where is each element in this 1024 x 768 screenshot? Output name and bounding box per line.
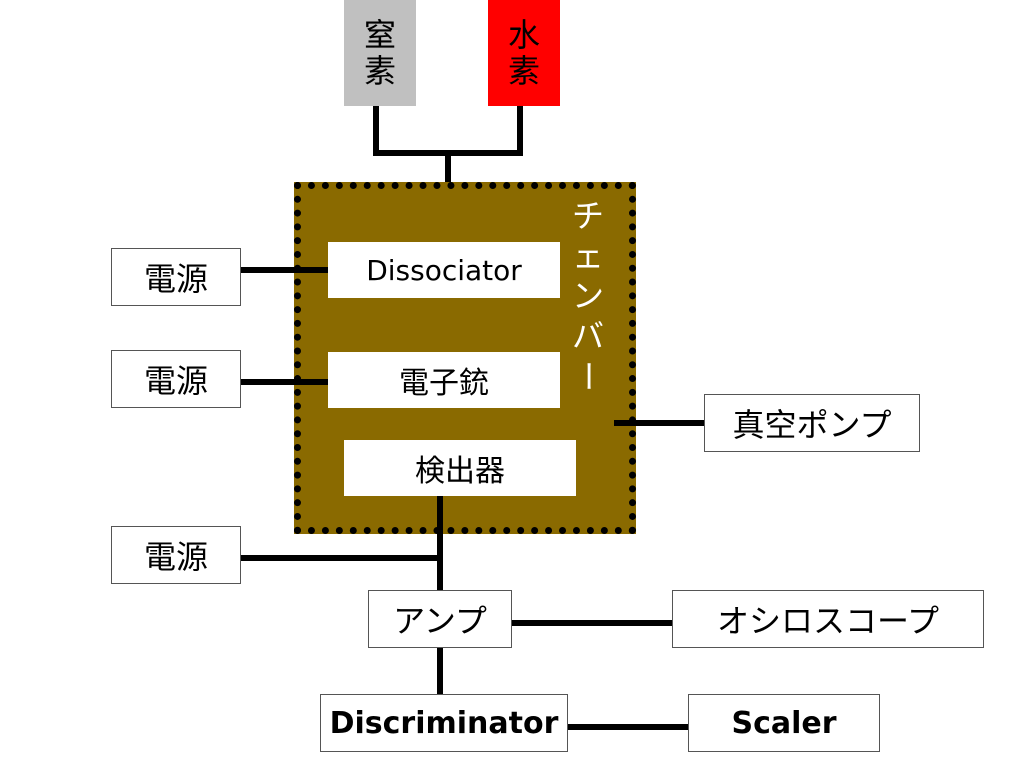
ps3-to-amp-wire (241, 555, 441, 561)
ps1-to-dissociator-wire (241, 267, 328, 273)
nitrogen-feed-wire (373, 106, 379, 156)
discriminator-label: Discriminator (329, 705, 559, 741)
oscilloscope-label: オシロスコープ (716, 602, 940, 640)
vacuum-pump-label: 真空ポンプ (732, 406, 892, 444)
chamber-label: チ ェ ン バ ー (568, 196, 607, 396)
hydrogen-feed-wire (517, 106, 523, 156)
oscilloscope-box: オシロスコープ (672, 590, 984, 648)
chamber-label-char-3: ン (571, 277, 604, 315)
chamber-label-char-1: チ (571, 197, 604, 235)
amplifier-label: アンプ (393, 602, 487, 640)
nitrogen-gas-box: 窒 素 (344, 0, 416, 106)
hydrogen-gas-box: 水 素 (488, 0, 560, 106)
scaler-box: Scaler (688, 694, 880, 752)
power-supply-2: 電源 (111, 350, 241, 408)
dissociator-label: Dissociator (366, 253, 522, 287)
nitrogen-label-2: 素 (363, 52, 396, 90)
hydrogen-label-2: 素 (507, 52, 540, 90)
amplifier-box: アンプ (368, 590, 512, 648)
hydrogen-label-1: 水 (507, 16, 540, 54)
discriminator-box: Discriminator (320, 694, 568, 752)
discriminator-to-scaler-wire (568, 724, 688, 730)
nitrogen-label-1: 窒 (363, 16, 396, 54)
chamber-label-char-4: バ (571, 317, 604, 355)
detector-to-amp-wire (437, 496, 443, 590)
ps2-to-electron-gun-wire (241, 379, 328, 385)
scaler-label: Scaler (731, 705, 837, 741)
detector-label: 検出器 (415, 454, 505, 489)
chamber-label-char-2: ェ (571, 237, 604, 275)
power-supply-2-label: 電源 (143, 362, 208, 400)
power-supply-1: 電源 (111, 248, 241, 306)
chamber-to-pump-wire (614, 420, 704, 426)
chamber-label-char-5: ー (568, 359, 607, 393)
detector-box: 検出器 (344, 440, 576, 496)
power-supply-3: 電源 (111, 526, 241, 584)
vacuum-pump-box: 真空ポンプ (704, 394, 920, 452)
power-supply-1-label: 電源 (143, 260, 208, 298)
dissociator-box: Dissociator (328, 242, 560, 298)
amp-to-discriminator-wire (437, 648, 443, 694)
electron-gun-label: 電子銃 (399, 366, 489, 401)
power-supply-3-label: 電源 (143, 538, 208, 576)
amp-to-oscilloscope-wire (512, 620, 672, 626)
electron-gun-box: 電子銃 (328, 352, 560, 408)
